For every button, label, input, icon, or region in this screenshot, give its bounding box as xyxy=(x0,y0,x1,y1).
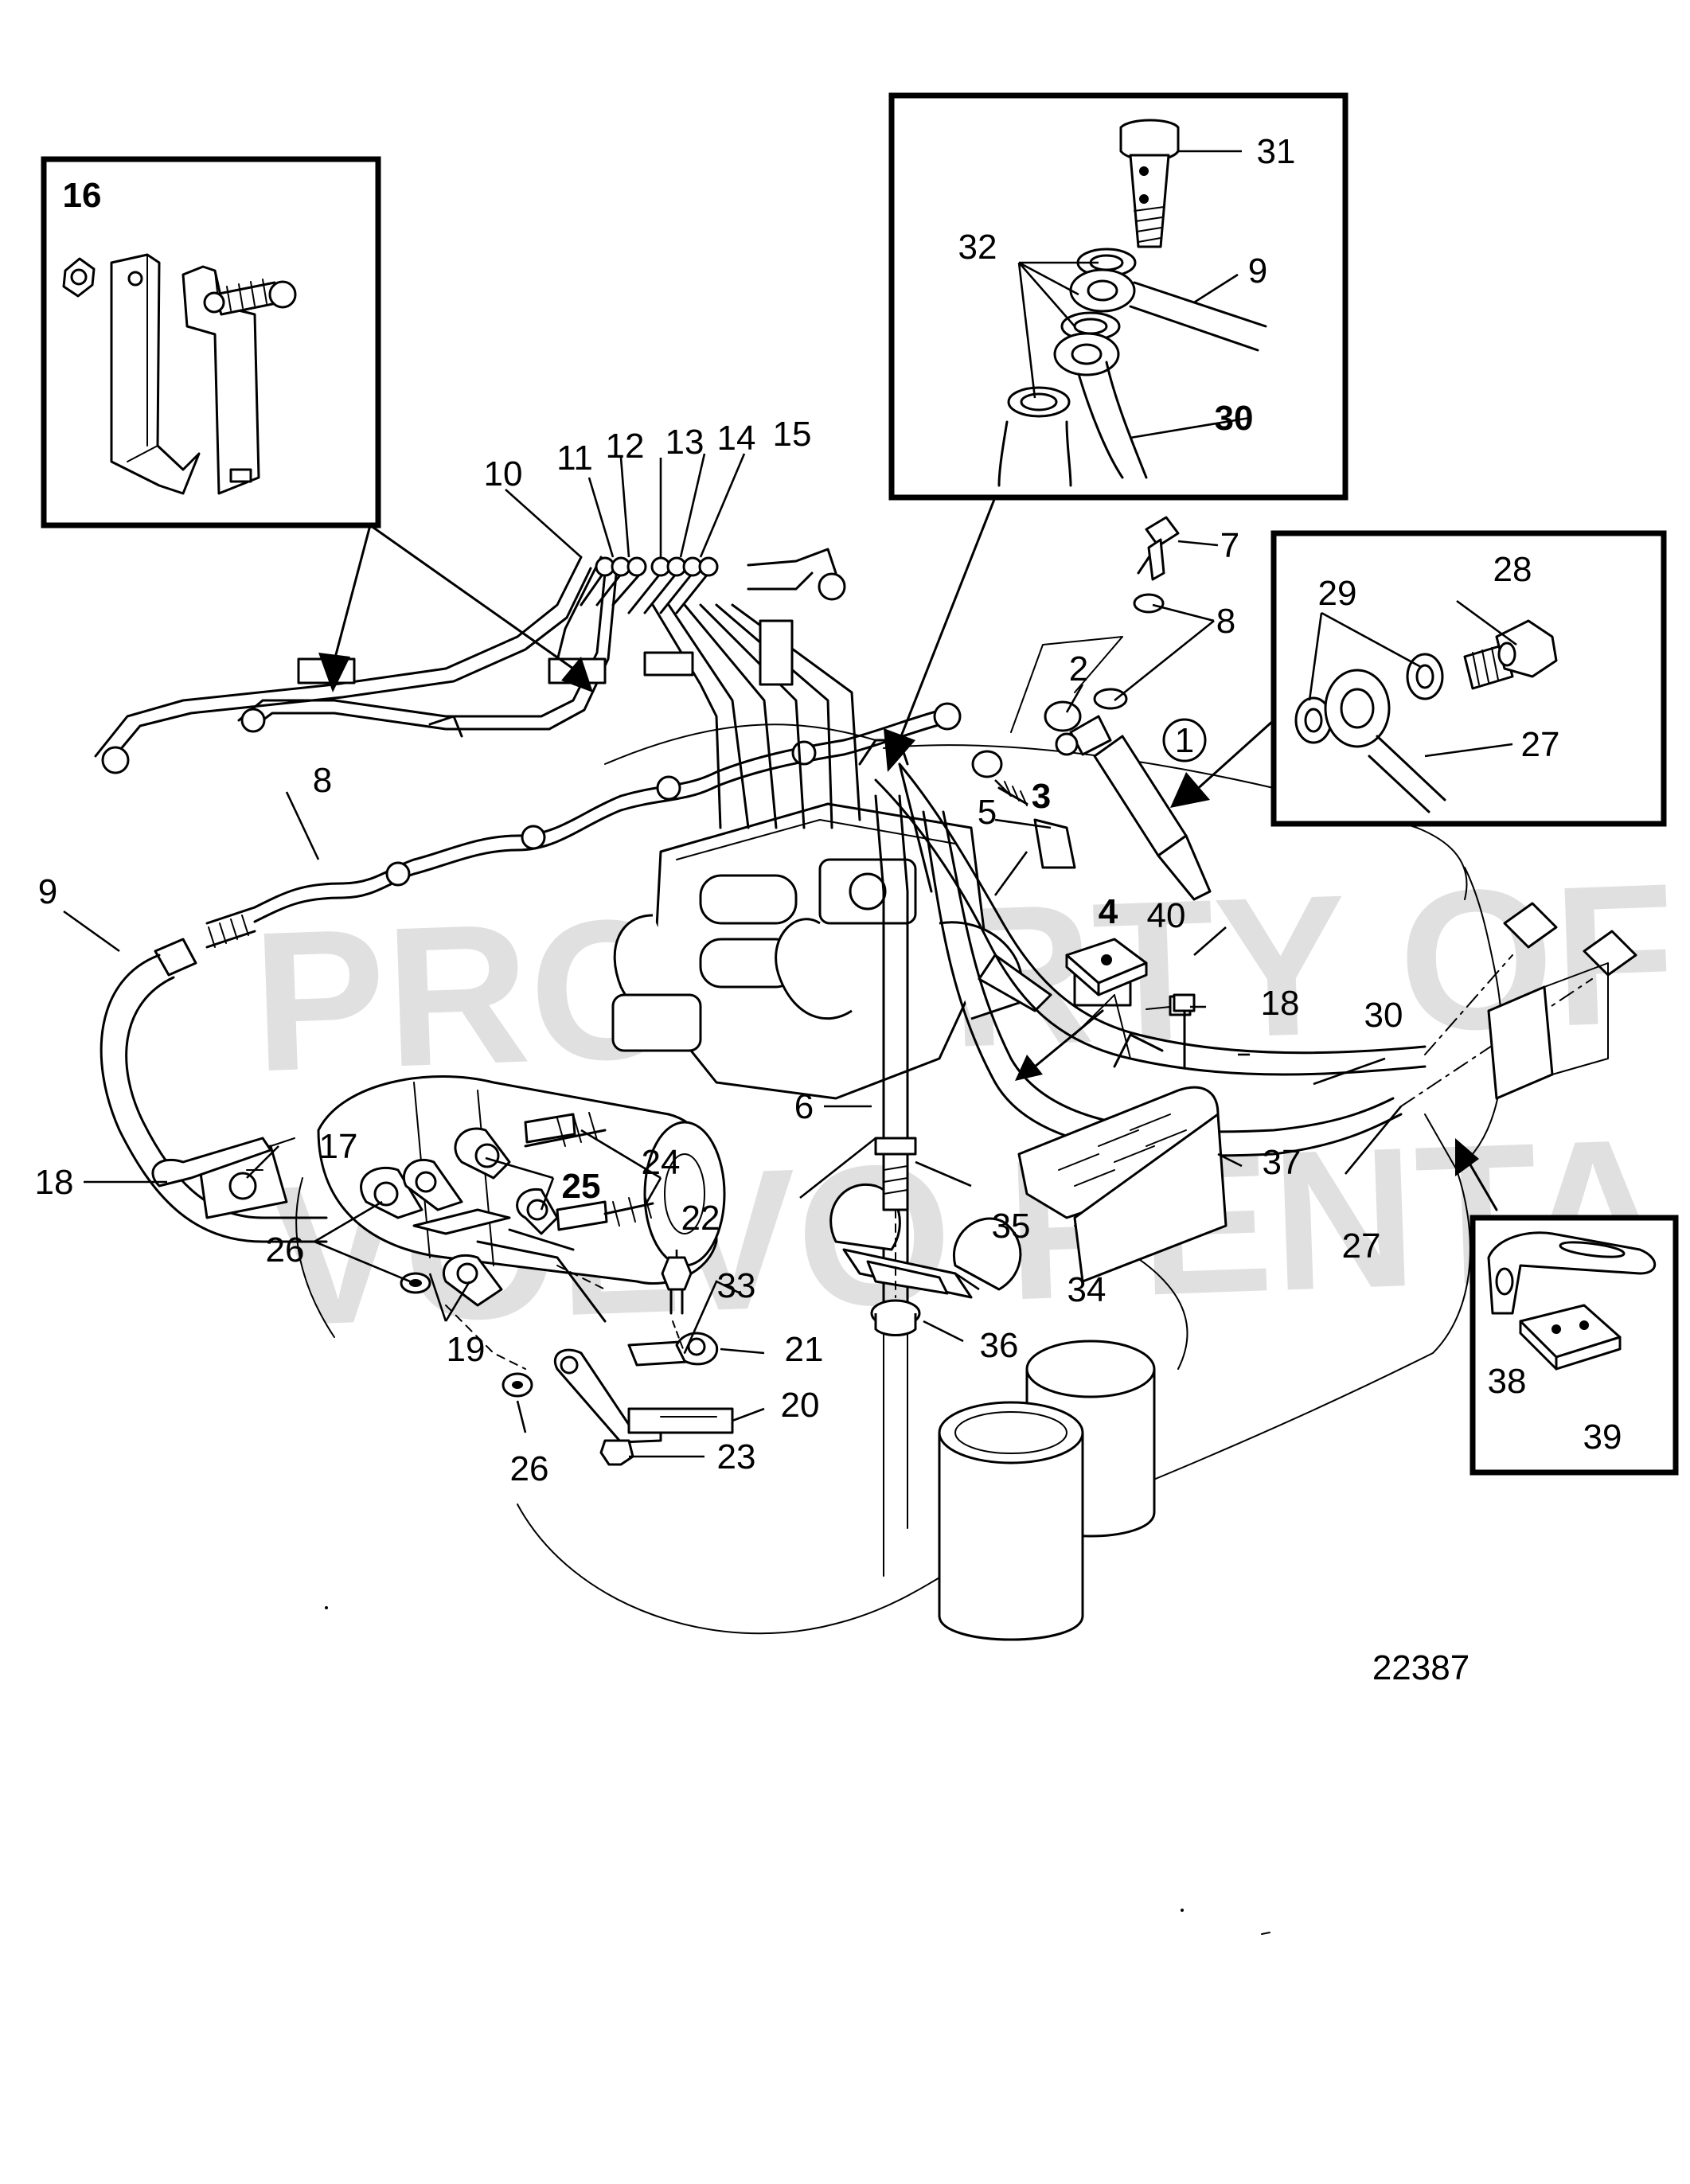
callout-1-circle xyxy=(1162,718,1207,762)
heat-shield-37 xyxy=(1017,1033,1227,1283)
inset-bracket-plate-detail xyxy=(1469,1215,1679,1476)
leader-lines xyxy=(63,150,1517,1458)
callout-20: 20 xyxy=(781,1386,820,1425)
callout-27-inset: 27 xyxy=(1521,725,1560,764)
bracket-assembly-left xyxy=(151,1112,734,1466)
callout-23: 23 xyxy=(717,1437,756,1476)
callout-1: 1 xyxy=(1175,721,1194,760)
callout-18-left: 18 xyxy=(35,1163,74,1202)
callout-11: 11 xyxy=(556,439,593,478)
callout-28: 28 xyxy=(1493,550,1532,589)
fuel-filters xyxy=(883,1305,1156,1641)
callout-39: 39 xyxy=(1583,1418,1622,1457)
pointer-arrows xyxy=(318,496,1498,1211)
callout-13: 13 xyxy=(665,423,704,462)
callout-35: 35 xyxy=(992,1207,1031,1246)
callout-10: 10 xyxy=(484,454,523,493)
callout-17: 17 xyxy=(319,1127,358,1166)
callout-9-inset: 9 xyxy=(1248,252,1267,291)
callout-4: 4 xyxy=(1099,892,1118,931)
callout-37: 37 xyxy=(1263,1143,1302,1182)
callout-15: 15 xyxy=(773,415,812,454)
starter-motor xyxy=(317,993,726,1285)
callout-2: 2 xyxy=(1069,649,1088,688)
callout-22: 22 xyxy=(681,1199,720,1238)
callout-32: 32 xyxy=(958,228,997,267)
inset-16-bracket-detail xyxy=(41,156,381,528)
callout-38: 38 xyxy=(1488,1362,1527,1401)
inset-hose-fitting-detail xyxy=(1270,530,1667,827)
callout-3: 3 xyxy=(1032,777,1051,816)
callout-29: 29 xyxy=(1318,574,1357,613)
callout-26-bottom: 26 xyxy=(510,1449,549,1488)
hose-fittings-right xyxy=(1400,902,1637,1107)
callout-26-top: 26 xyxy=(266,1230,305,1269)
injection-pipes xyxy=(94,548,861,829)
inset-16-frame xyxy=(41,156,381,528)
figure-number: 22387 xyxy=(1372,1648,1469,1687)
callout-31: 31 xyxy=(1257,132,1296,171)
callout-21: 21 xyxy=(785,1330,824,1369)
callout-30-main: 30 xyxy=(1364,996,1403,1035)
callout-24: 24 xyxy=(642,1143,681,1182)
callout-labels: 1 2 3 4 5 6 7 8 8 9 9 10 11 12 13 14 15 … xyxy=(35,132,1622,1488)
callout-6: 6 xyxy=(794,1087,814,1126)
callout-30-inset: 30 xyxy=(1215,399,1254,438)
pad-and-tie xyxy=(1065,938,1196,1068)
callout-33: 33 xyxy=(717,1266,756,1305)
callout-7: 7 xyxy=(1220,526,1239,565)
clamp-assembly xyxy=(829,1137,1022,1336)
leak-off-line xyxy=(253,702,962,923)
callout-8-top: 8 xyxy=(1216,602,1235,641)
inset-banjo-bolt-detail xyxy=(888,92,1348,501)
callout-36: 36 xyxy=(980,1326,1019,1365)
callout-27-main: 27 xyxy=(1342,1227,1381,1266)
callout-19: 19 xyxy=(447,1330,486,1369)
callout-5: 5 xyxy=(978,793,997,832)
callout-12: 12 xyxy=(606,427,645,466)
callout-40: 40 xyxy=(1147,896,1186,935)
callout-25: 25 xyxy=(562,1167,601,1206)
callout-8-left: 8 xyxy=(313,761,332,800)
callout-14: 14 xyxy=(717,419,756,458)
callout-34: 34 xyxy=(1067,1270,1107,1309)
callout-9-left: 9 xyxy=(38,872,57,911)
callout-18-right: 18 xyxy=(1261,984,1300,1023)
callout-16: 16 xyxy=(63,176,102,215)
